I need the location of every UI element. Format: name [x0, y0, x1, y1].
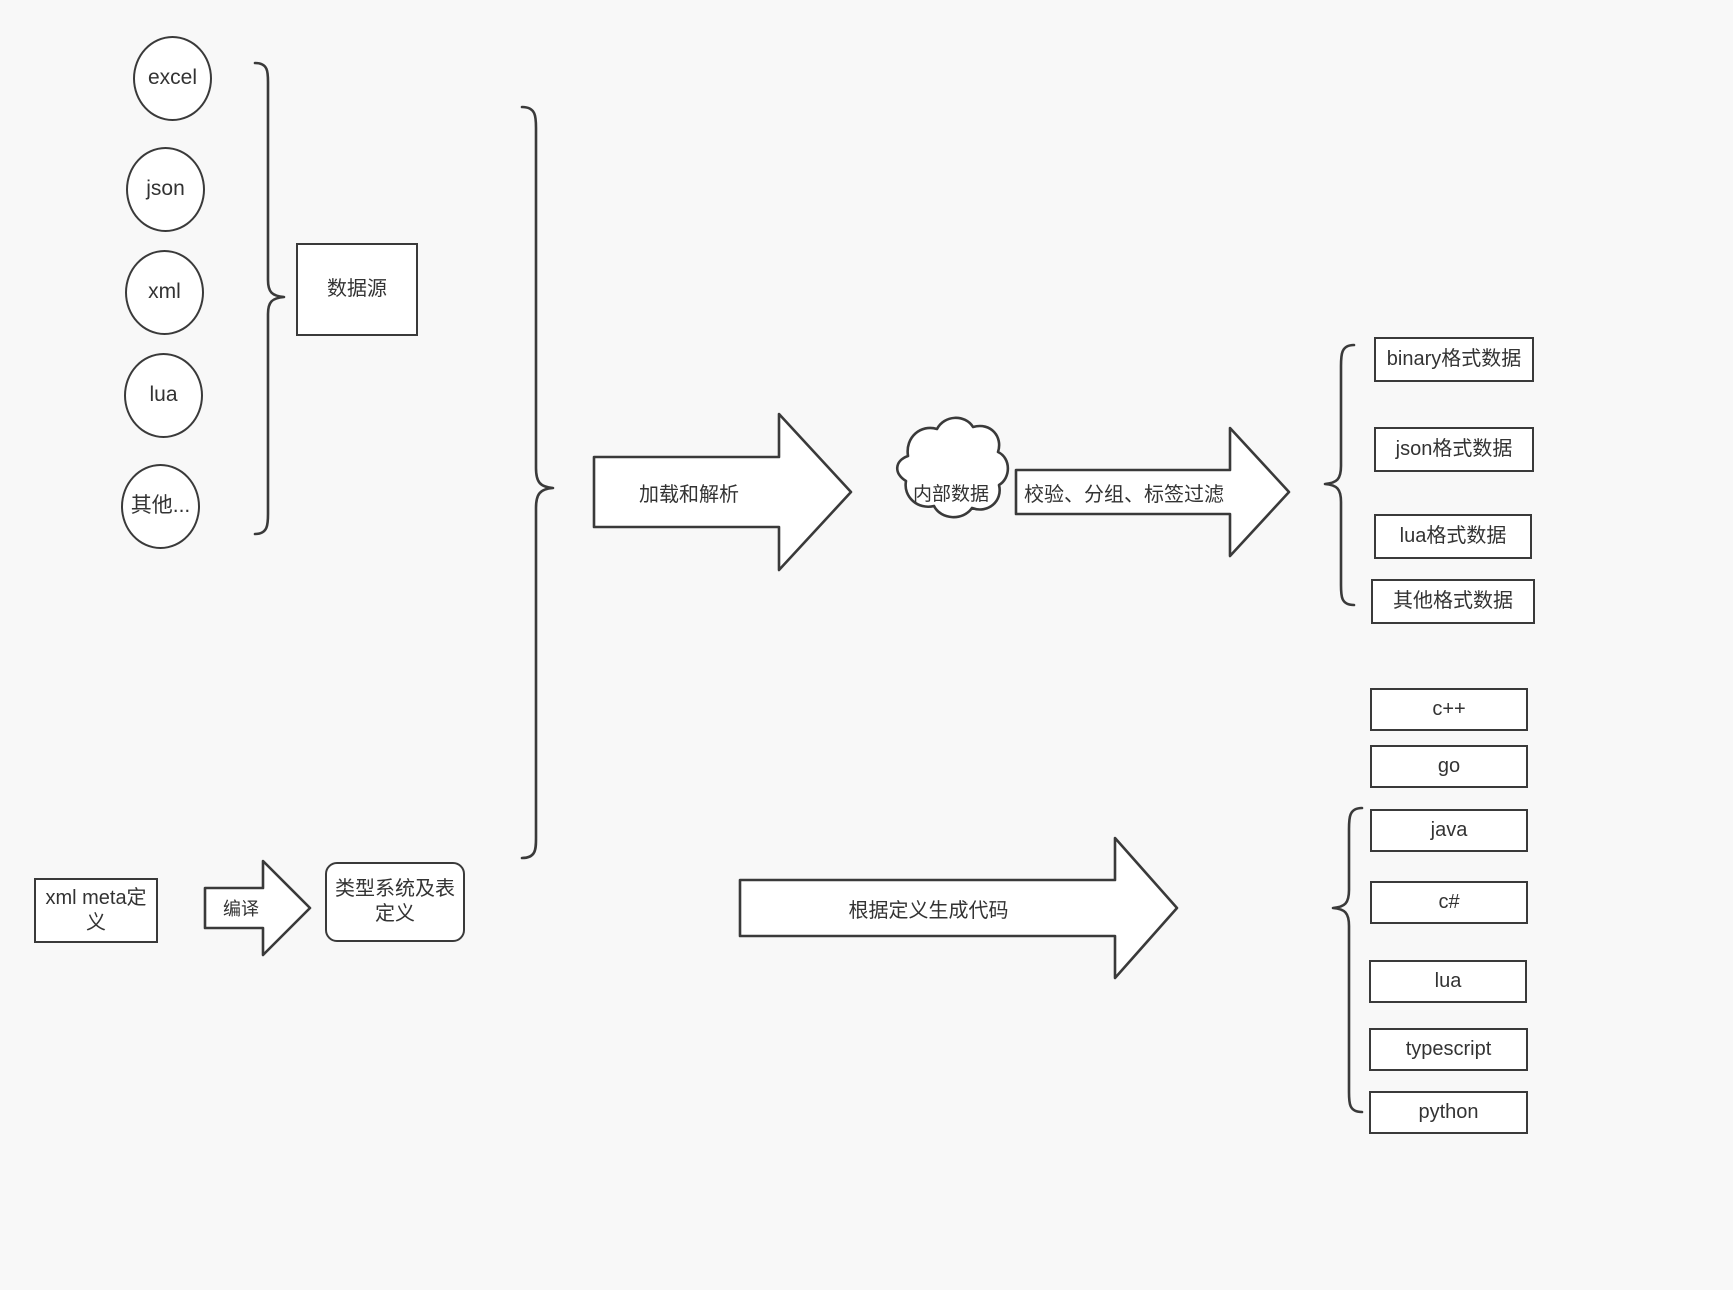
- output-language-lua[interactable]: lua: [1369, 960, 1527, 1003]
- xml-meta-definition-label: xml meta定义: [45, 886, 147, 934]
- source-node-lua[interactable]: lua: [124, 353, 203, 438]
- output-language-csharp[interactable]: c#: [1370, 881, 1528, 924]
- brace-languages: [1331, 806, 1364, 1114]
- data-source-box[interactable]: 数据源: [296, 243, 418, 336]
- brace-data-formats: [1323, 343, 1356, 607]
- type-system-box[interactable]: 类型系统及表 定义: [325, 862, 465, 942]
- data-source-label: 数据源: [327, 278, 387, 300]
- arrow-compile-text: 编译: [223, 899, 259, 919]
- output-format-label: binary格式数据: [1386, 348, 1522, 370]
- output-language-label: c++: [1432, 698, 1466, 720]
- output-language-label: java: [1430, 819, 1468, 841]
- arrow-codegen-label: 根据定义生成代码: [740, 888, 1117, 928]
- output-language-python[interactable]: python: [1369, 1091, 1528, 1134]
- brace-pipeline-input: [520, 105, 555, 860]
- cloud-internal-data-label: 内部数据: [896, 470, 1006, 514]
- source-node-other[interactable]: 其他...: [121, 464, 200, 549]
- arrow-codegen-text: 根据定义生成代码: [848, 899, 1009, 922]
- source-label: json: [146, 177, 185, 201]
- arrow-load-parse: [592, 412, 853, 572]
- output-language-cpp[interactable]: c++: [1370, 688, 1528, 731]
- source-node-excel[interactable]: excel: [133, 36, 212, 121]
- arrow-filter-text: 校验、分组、标签过滤: [1024, 483, 1224, 506]
- output-language-go[interactable]: go: [1370, 745, 1528, 788]
- arrow-load-parse-text: 加载和解析: [639, 483, 739, 506]
- source-label: lua: [149, 383, 178, 407]
- source-node-json[interactable]: json: [126, 147, 205, 232]
- output-language-label: lua: [1434, 970, 1462, 992]
- arrow-filter-label: 校验、分组、标签过滤: [1016, 472, 1232, 512]
- output-format-other[interactable]: 其他格式数据: [1371, 579, 1535, 624]
- output-format-label: lua格式数据: [1399, 525, 1507, 547]
- source-label: excel: [147, 66, 198, 90]
- arrow-filter: [1014, 426, 1291, 558]
- cloud-internal-data-text: 内部数据: [912, 483, 989, 505]
- output-format-binary[interactable]: binary格式数据: [1374, 337, 1534, 382]
- type-system-label: 类型系统及表 定义: [335, 878, 455, 925]
- source-label: 其他...: [130, 494, 191, 518]
- output-language-label: go: [1437, 755, 1461, 777]
- xml-meta-definition-box[interactable]: xml meta定义: [34, 878, 158, 943]
- arrow-compile: [203, 859, 312, 957]
- arrow-codegen: [738, 836, 1179, 980]
- output-language-typescript[interactable]: typescript: [1369, 1028, 1528, 1071]
- source-node-xml[interactable]: xml: [125, 250, 204, 335]
- brace-sources: [253, 61, 286, 536]
- output-format-label: 其他格式数据: [1393, 590, 1513, 612]
- source-label: xml: [148, 280, 181, 304]
- output-language-label: typescript: [1405, 1038, 1492, 1060]
- arrow-load-parse-label: 加载和解析: [594, 472, 784, 512]
- output-language-label: c#: [1438, 891, 1460, 913]
- arrow-compile-label: 编译: [208, 891, 274, 925]
- output-format-json[interactable]: json格式数据: [1374, 427, 1534, 472]
- cloud-internal-data: [895, 416, 1010, 519]
- output-format-label: json格式数据: [1395, 438, 1513, 460]
- output-language-java[interactable]: java: [1370, 809, 1528, 852]
- output-format-lua[interactable]: lua格式数据: [1374, 514, 1532, 559]
- output-language-label: python: [1418, 1101, 1479, 1123]
